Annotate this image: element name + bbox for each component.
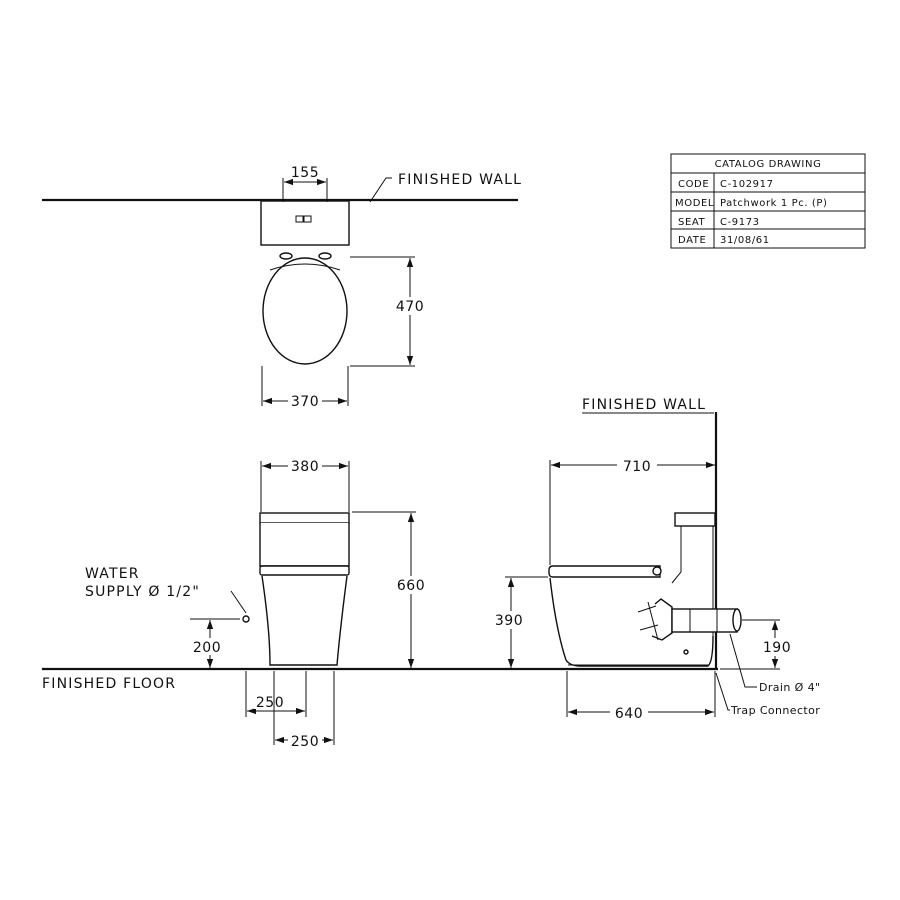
dim-supply-height: 200 <box>193 640 221 656</box>
dim-side-base: 640 <box>615 706 643 722</box>
trap-connector-pipe <box>671 608 738 633</box>
water-supply-point-icon <box>242 615 250 623</box>
plan-view: FINISHED WALL 155 470 370 <box>42 165 522 410</box>
tank-plan-outline <box>260 200 350 246</box>
dim-top-depth: 470 <box>396 299 424 315</box>
side-view: FINISHED WALL 710 390 190 <box>491 397 820 722</box>
title-row-seat-key: SEAT <box>678 217 706 228</box>
water-supply-label-line1: WATER <box>85 566 140 582</box>
flush-button-right-icon <box>303 215 312 223</box>
finished-wall-top-label: FINISHED WALL <box>398 172 522 188</box>
seat-side <box>548 565 661 578</box>
seat-front <box>259 565 350 576</box>
dim-supply-offset-b: 250 <box>291 734 319 750</box>
title-row-date-key: DATE <box>678 235 706 246</box>
dim-side-outlet: 190 <box>763 640 791 656</box>
water-supply-label-line2: SUPPLY Ø 1/2" <box>85 584 200 600</box>
dim-top-width: 370 <box>291 394 319 410</box>
dim-front-height: 660 <box>397 578 425 594</box>
dim-supply-offset-a: 250 <box>256 695 284 711</box>
title-block: CATALOG DRAWING CODE C-102917 MODEL Patc… <box>670 153 866 249</box>
drain-label: Drain Ø 4" <box>759 681 820 694</box>
title-row-code-key: CODE <box>678 179 709 190</box>
bowl-side <box>549 577 714 667</box>
finished-floor-label: FINISHED FLOOR <box>42 676 176 692</box>
finished-wall-side-label: FINISHED WALL <box>582 397 706 413</box>
dim-top-tank: 155 <box>291 165 319 181</box>
dim-side-seat-height: 390 <box>495 613 523 629</box>
dim-front-width: 380 <box>291 459 319 475</box>
front-view: 380 660 WATER SUPPLY Ø 1/2" 200 250 250 <box>85 458 428 750</box>
flush-button-left-icon <box>295 215 304 223</box>
dim-side-depth: 710 <box>623 459 651 475</box>
title-block-header: CATALOG DRAWING <box>715 159 822 170</box>
bowl-front <box>261 575 348 666</box>
title-row-date-value: 31/08/61 <box>720 235 770 246</box>
title-row-model-value: Patchwork 1 Pc. (P) <box>720 198 828 209</box>
title-row-code-value: C-102917 <box>720 179 774 190</box>
seat-plan-outline <box>262 257 348 365</box>
title-row-model-key: MODEL <box>675 198 714 209</box>
title-row-seat-value: C-9173 <box>720 217 760 228</box>
tank-front-lid <box>259 512 350 524</box>
trap-connector-label: Trap Connector <box>730 704 820 717</box>
